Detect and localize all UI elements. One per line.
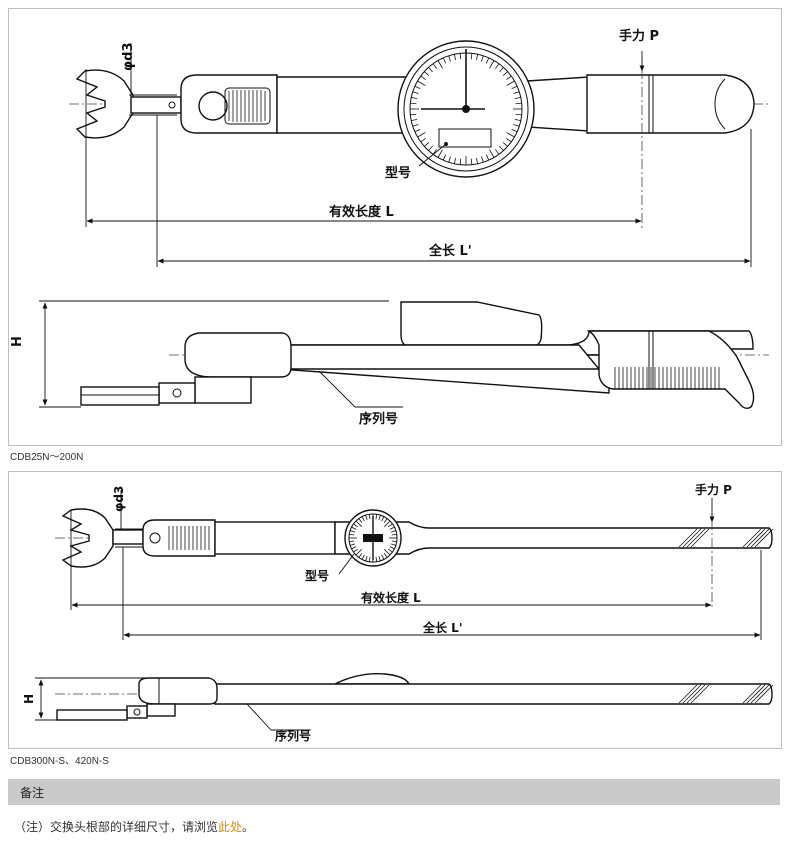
dial-ticks bbox=[410, 53, 522, 165]
height-label-2: H bbox=[22, 694, 36, 704]
drawing-panel-cdb25n-200n: 手力 P φd3 型号 有效长度 L 全长 L' bbox=[8, 8, 782, 446]
total-length-label: 全长 L' bbox=[428, 243, 472, 259]
head-side-2 bbox=[138, 677, 218, 705]
notes-text-after: 。 bbox=[242, 820, 255, 834]
dial-box-side bbox=[400, 301, 543, 348]
shaft bbox=[276, 76, 410, 134]
total-length-label-2: 全长 L' bbox=[422, 620, 463, 635]
effective-length-label-2: 有效长度 L bbox=[361, 590, 421, 605]
side-view: H 序列号 bbox=[10, 300, 769, 427]
caption-cdb300n-420n: CDB300N-S、420N-S bbox=[10, 756, 109, 767]
top-view: 手力 P φd3 型号 有效长度 L 全长 L' bbox=[69, 28, 771, 267]
shaft-2 bbox=[334, 521, 773, 555]
top-view-2: 手力 P φd3 型号 有效长度 L 全长 L' bbox=[55, 482, 774, 640]
height-label: H bbox=[10, 336, 25, 347]
shaft-side-2 bbox=[214, 683, 773, 705]
open-end-head-2 bbox=[61, 508, 114, 568]
notes-title: 备注 bbox=[20, 786, 45, 800]
drawing-panel-cdb300n-420n: 手力 P φd3 型号 有效长度 L 全长 L' H 序列号 bbox=[8, 471, 782, 749]
phi-d3-label: φd3 bbox=[121, 42, 136, 71]
notes-header: 备注 bbox=[8, 779, 780, 805]
wrench-drawing-2: 手力 P φd3 型号 有效长度 L 全长 L' H 序列号 bbox=[22, 482, 774, 743]
wrench-drawing-1: 手力 P φd3 型号 有效长度 L 全长 L' bbox=[10, 28, 771, 427]
notes-link[interactable]: 此处 bbox=[218, 820, 243, 834]
notes-text-before: （注）交换头根部的详细尺寸，请浏览 bbox=[14, 820, 219, 834]
model-label-2: 型号 bbox=[305, 568, 329, 583]
serial-label: 序列号 bbox=[359, 411, 398, 427]
head-housing-2 bbox=[142, 519, 216, 557]
model-label: 型号 bbox=[385, 165, 411, 181]
serial-label-2: 序列号 bbox=[275, 728, 311, 743]
side-view-2: H 序列号 bbox=[22, 673, 774, 743]
phi-d3-label-2: φd3 bbox=[112, 486, 126, 512]
caption-cdb25n-200n: CDB25N～200N bbox=[10, 452, 84, 463]
head-side bbox=[184, 332, 292, 378]
hand-force-label: 手力 P bbox=[619, 28, 659, 44]
effective-length-label: 有效长度 L bbox=[329, 204, 394, 220]
open-end-head bbox=[75, 69, 134, 139]
grip bbox=[586, 74, 755, 134]
notes-text: （注）交换头根部的详细尺寸，请浏览此处。 bbox=[14, 818, 254, 835]
hand-force-label-2: 手力 P bbox=[695, 482, 732, 497]
